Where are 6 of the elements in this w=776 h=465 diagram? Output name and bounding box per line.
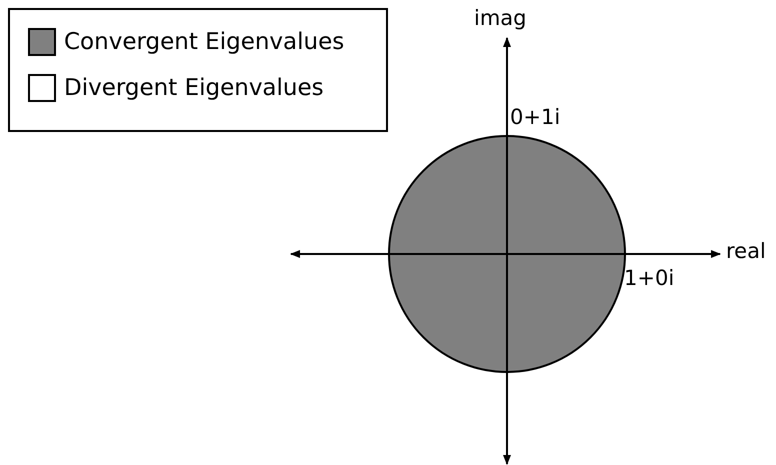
legend-text: Convergent Eigenvalues xyxy=(64,29,344,55)
legend-text: Divergent Eigenvalues xyxy=(64,75,324,101)
tick-label: 0+1i xyxy=(510,107,560,128)
axis-label: imag xyxy=(474,8,526,29)
tick-label: 1+0i xyxy=(624,268,674,289)
axis-label: real xyxy=(726,241,766,262)
